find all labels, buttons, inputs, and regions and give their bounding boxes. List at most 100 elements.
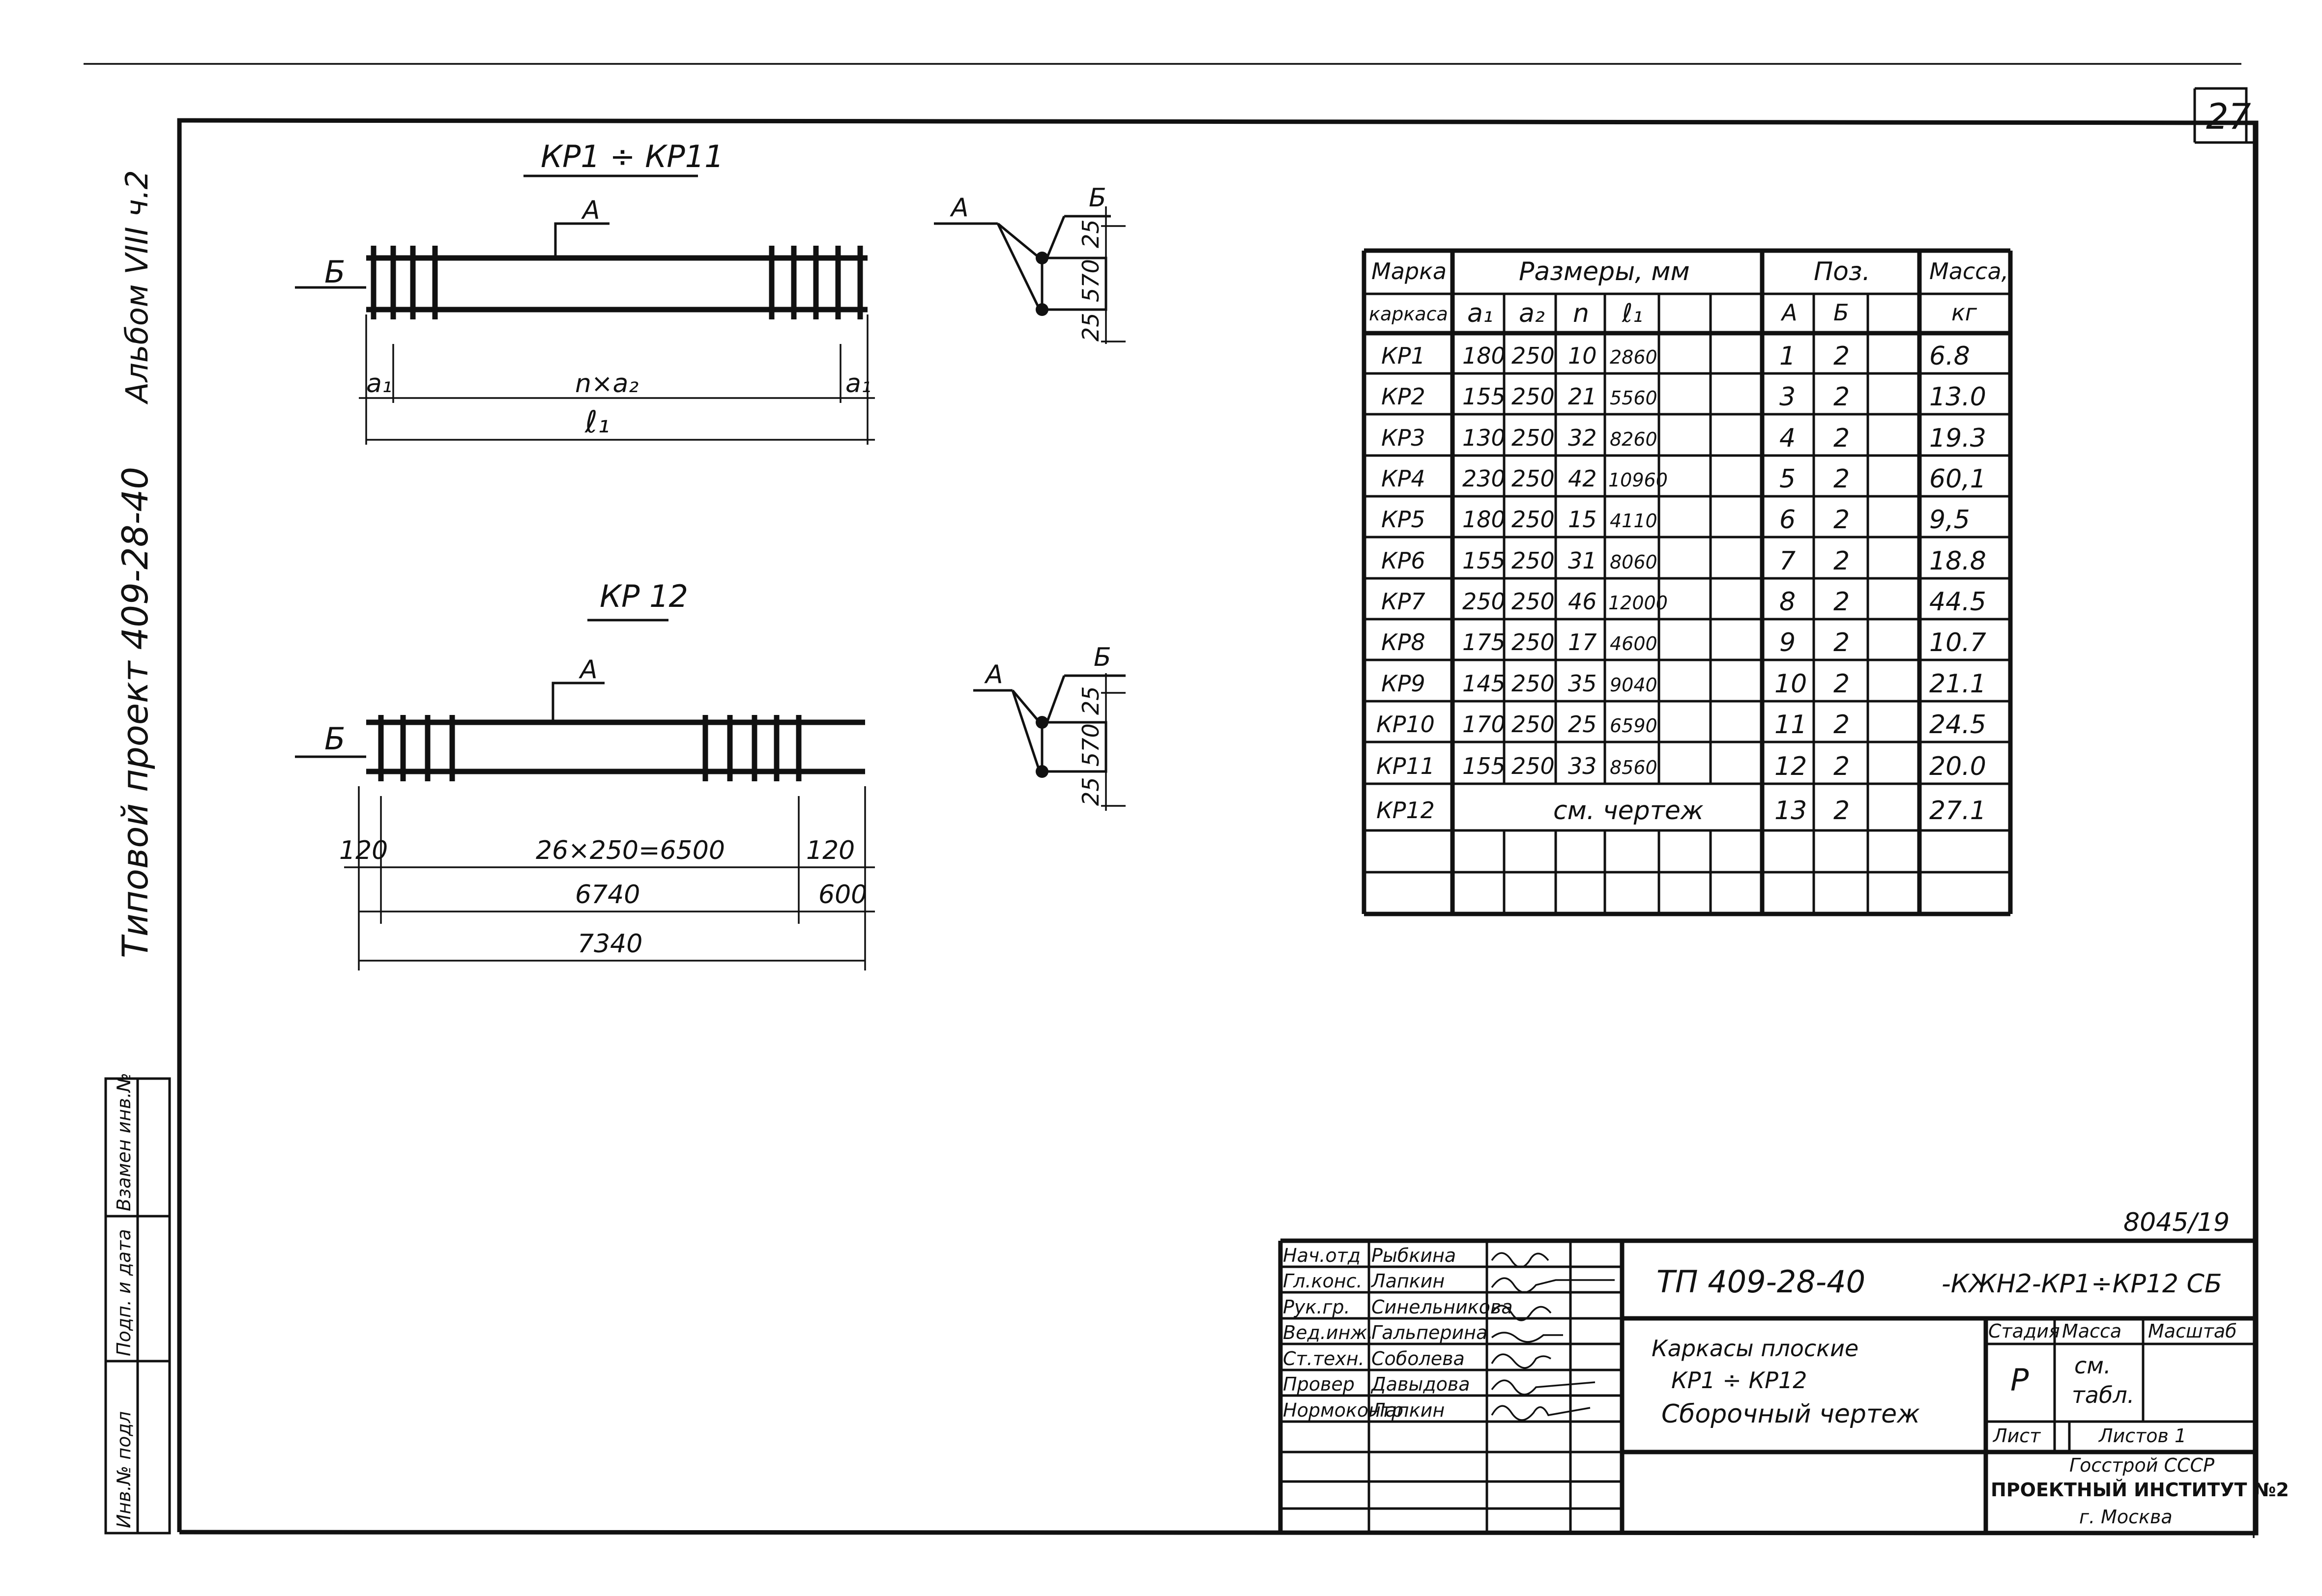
cell-n: 46 [1568,588,1597,615]
cell-a2: 250 [1511,506,1555,533]
section2-dim-bottom: 25 [1077,777,1104,806]
cell-pos-b: 2 [1833,464,1850,494]
cell-mark: КР4 [1381,465,1425,492]
role-3: Рук.гр. [1283,1296,1350,1318]
cell-mark: КР5 [1381,506,1425,533]
cell-a2: 250 [1511,753,1555,779]
table-row: КР8 175 250 17 4600 9 2 10.7 [1381,628,1986,657]
table-header-mass: Масса, [1929,258,2008,285]
cell-pos-a: 1 [1779,342,1796,371]
cell-pos-a: 3 [1779,382,1796,412]
cell-a1: 180 [1462,506,1506,533]
cell-pos-a: 10 [1774,669,1807,699]
cell-l1: 5560 [1610,387,1657,409]
cell-mark: КР6 [1381,547,1425,574]
drawing1-dim-total: ℓ₁ [584,404,610,440]
name-7: Лапкин [1370,1399,1445,1421]
name-5: Соболева [1371,1348,1465,1369]
table-header-a2: a₂ [1519,299,1545,328]
drawing2-crossbars [378,715,802,781]
section1-dim-bottom: 25 [1077,313,1104,342]
table-row: КР2 155 250 21 5560 3 2 13.0 [1381,382,1986,412]
table-row: КР5 180 250 15 4110 6 2 9,5 [1381,505,1970,535]
cell-a1: 155 [1462,547,1506,574]
cell-mass: 20.0 [1929,752,1986,781]
sheets-label: Листов 1 [2098,1425,2186,1447]
cell-mass: 18.8 [1929,546,1986,576]
stage-label: Стадия [1988,1320,2060,1342]
role-5: Ст.техн. [1283,1348,1364,1369]
cell-n: 21 [1568,383,1597,410]
org-line-1: Госстрой СССР [2069,1454,2214,1476]
cell-mass: 27.1 [1929,796,1986,826]
cell-mass: 60,1 [1929,464,1986,494]
drawing1-callout-b: Б [324,254,346,290]
cell-a1: 145 [1462,670,1506,697]
cell-a2: 250 [1511,547,1555,574]
drawing2-dim-mid: 26×250=6500 [536,836,725,865]
cell-mass: 19.3 [1929,424,1986,453]
section2-label-a: А [984,660,1003,689]
cell-a2: 250 [1511,383,1555,410]
cell-n: 35 [1568,670,1597,697]
table-header-pos-a: А [1780,299,1797,326]
cell-mark: КР9 [1381,670,1425,697]
drawing1-crossbars [371,246,863,319]
cell-a1: 180 [1462,342,1506,369]
cell-mark: КР7 [1381,588,1425,615]
table-row: КР9 145 250 35 9040 10 2 21.1 [1381,669,1986,699]
cell-l1: 8560 [1610,757,1657,778]
cell-l1: 8260 [1610,428,1657,450]
sheet-number-box: 27 [2193,87,2256,144]
drawing1-callout-a: А [581,196,600,225]
cell-n: 42 [1568,465,1597,492]
cell-pos-b: 2 [1833,752,1850,781]
cell-l1: 6590 [1610,715,1657,737]
drawing2-dim-left: 120 [339,836,388,865]
cell-mark: КР2 [1381,383,1425,410]
mass-label: Масса [2062,1320,2121,1342]
drawing-code: 8045/19 [2123,1208,2230,1237]
cell-pos-a: 13 [1774,796,1807,826]
cell-pos-a: 9 [1779,628,1796,657]
org-line-2: ПРОЕКТНЫЙ ИНСТИТУТ №2 [1991,1479,2289,1501]
drawing1-dim-a1-right: a₁ [845,369,871,399]
cell-a2: 250 [1511,342,1555,369]
org-line-3: г. Москва [2079,1506,2173,1528]
cell-a2: 250 [1511,465,1555,492]
cell-pos-b: 2 [1833,382,1850,412]
cell-l1: 4600 [1610,633,1657,655]
table-header-a1: a₁ [1467,299,1493,328]
section1-label-b: Б [1089,183,1106,213]
cell-pos-b: 2 [1833,669,1850,699]
cell-l1: 2860 [1610,346,1657,368]
cell-l1: 12000 [1608,592,1668,614]
cell-pos-b: 2 [1833,342,1850,371]
table-row: КР1 180 250 10 2860 1 2 6.8 [1381,342,1970,371]
table-header-sizes: Размеры, мм [1519,257,1690,286]
cell-pos-a: 6 [1779,505,1796,535]
cell-pos-a: 7 [1779,546,1796,576]
cell-a1: 155 [1462,383,1506,410]
cell-mass: 13.0 [1929,382,1986,412]
cell-n: 33 [1568,753,1597,779]
section1: А Б 25 570 25 [934,183,1126,344]
cell-n: 31 [1568,547,1597,574]
drawing1-title: КР1 ÷ КР11 [541,139,724,174]
title-block: Нач.отд Гл.конс. Рук.гр. Вед.инж. Ст.тех… [1278,1238,2289,1533]
album-vertical-text: Альбом VIII ч.2 [119,170,155,405]
cell-a1: 155 [1462,753,1506,779]
drawing1-dim-a1-left: a₁ [366,369,392,399]
sheet-frame [84,63,2259,1538]
spec-table-grid [1362,248,2013,916]
cell-pos-a: 8 [1779,587,1796,617]
table-row: КР10 170 250 25 6590 11 2 24.5 [1376,710,1986,740]
drawing2-title: КР 12 [600,578,688,614]
cell-pos-b: 2 [1833,587,1850,617]
mass-value-2: табл. [2072,1382,2134,1408]
cell-mark: КР12 [1376,797,1435,824]
table-row: КР4 230 250 42 10960 5 2 60,1 [1381,464,1986,494]
sheet-number: 27 [2206,96,2251,137]
drawing2-callout-b: Б [324,721,346,757]
